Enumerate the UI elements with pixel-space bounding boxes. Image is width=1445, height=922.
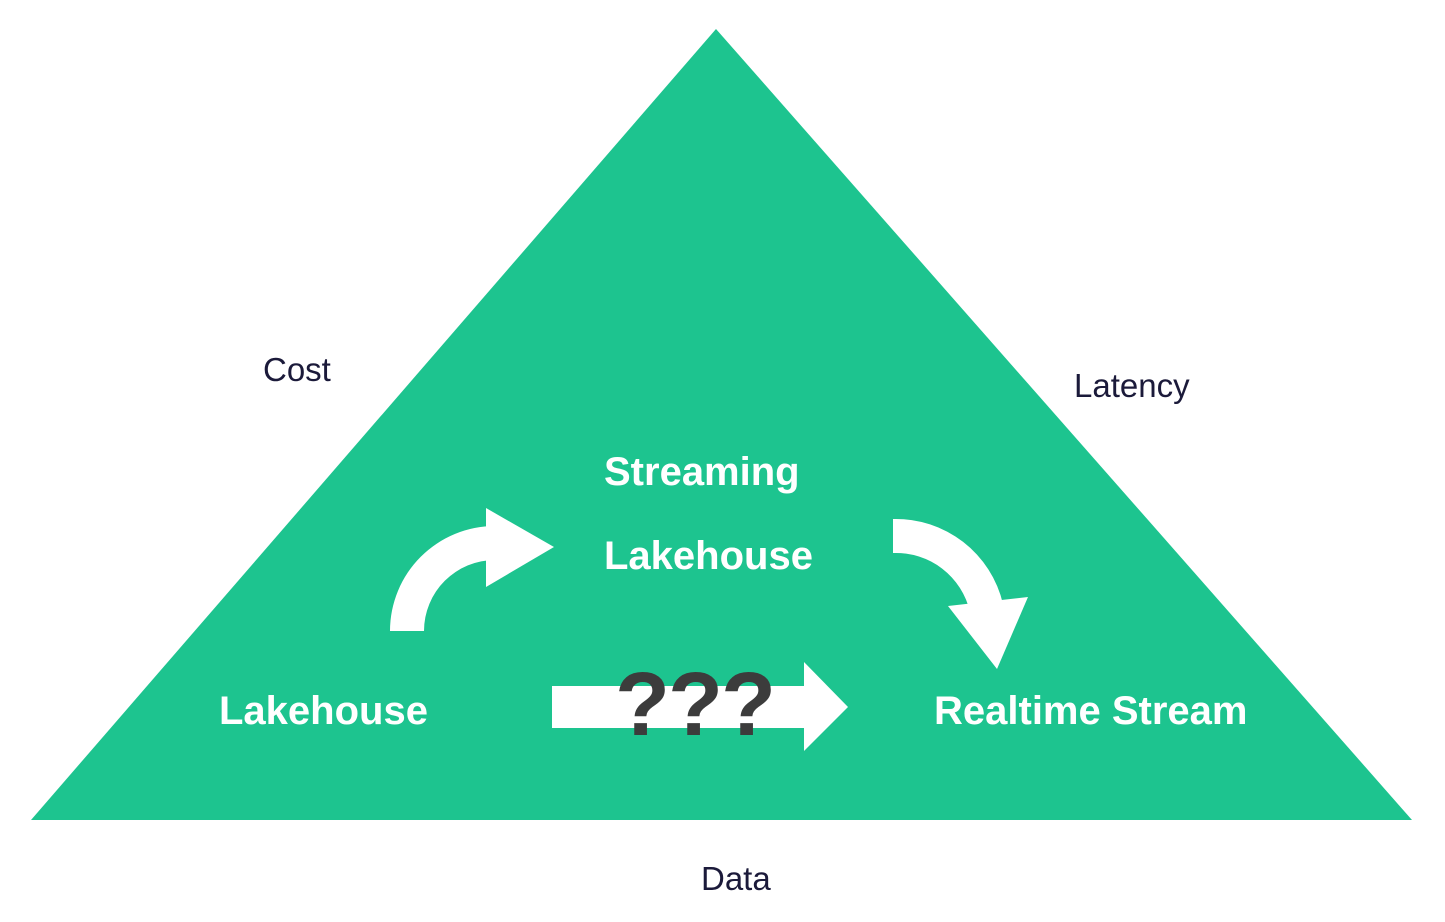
node-lakehouse: Lakehouse — [219, 689, 428, 733]
unknown-transition-label: ??? — [615, 655, 776, 755]
node-realtime-stream: Realtime Stream — [934, 689, 1248, 733]
curved-arrow-icon — [390, 508, 554, 631]
edge-label-cost: Cost — [263, 351, 331, 388]
node-streaming-lakehouse-line1: Streaming — [604, 450, 800, 494]
straight-arrow-icon — [552, 662, 848, 751]
tradeoff-triangle — [31, 29, 1412, 820]
edge-label-latency: Latency — [1074, 367, 1190, 404]
curved-arrow-icon — [893, 518, 1028, 669]
node-streaming-lakehouse-line2: Lakehouse — [604, 534, 813, 578]
edge-label-data: Data — [701, 860, 771, 897]
